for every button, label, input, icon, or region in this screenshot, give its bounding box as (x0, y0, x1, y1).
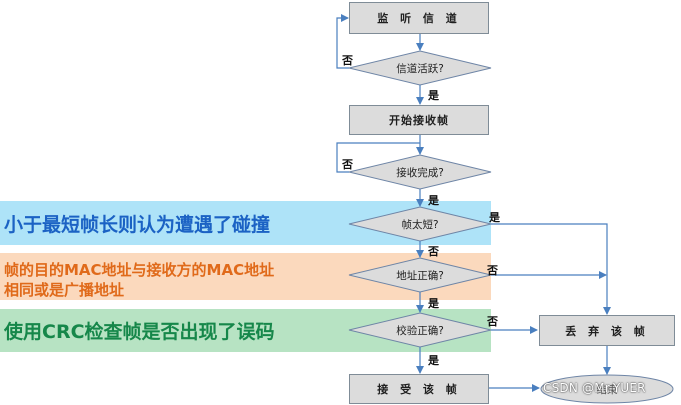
crc-annotation: 使用CRC检查帧是否出现了误码 (4, 321, 275, 343)
start-receive-node: 开始接收帧 (349, 105, 489, 135)
too-short-yes-label: 是 (489, 211, 500, 224)
monitor-channel-node: 监 听 信 道 (349, 2, 489, 34)
address-yes-label: 是 (428, 297, 439, 310)
checksum-yes-label: 是 (428, 354, 439, 367)
checksum-no-label: 否 (487, 315, 498, 328)
accept-frame-node: 接 受 该 帧 (349, 374, 489, 404)
end-terminal (540, 374, 674, 404)
too-short-no-label: 否 (428, 245, 439, 258)
address-annotation-line2: 相同或是广播地址 (4, 281, 125, 299)
address-correct-label: 地址正确? (396, 269, 444, 282)
frame-too-short-label: 帧太短? (401, 218, 439, 231)
checksum-correct-label: 校验正确? (396, 324, 444, 337)
csdn-watermark: CSDN @Mr.YUER (543, 381, 646, 395)
end-label: 结束 (596, 383, 618, 396)
channel-active-no-label: 否 (342, 54, 353, 67)
discard-frame-node: 丢 弃 该 帧 (539, 315, 675, 346)
receive-done-label: 接收完成? (396, 166, 444, 179)
collision-annotation: 小于最短帧长则认为遭遇了碰撞 (4, 214, 271, 236)
channel-active-label: 信道活跃? (396, 62, 444, 75)
address-annotation-line1: 帧的目的MAC地址与接收方的MAC地址 (4, 261, 275, 279)
channel-active-yes-label: 是 (428, 89, 439, 102)
address-no-label: 否 (487, 264, 498, 277)
receive-done-yes-label: 是 (428, 194, 439, 207)
receive-done-no-label: 否 (342, 158, 353, 171)
